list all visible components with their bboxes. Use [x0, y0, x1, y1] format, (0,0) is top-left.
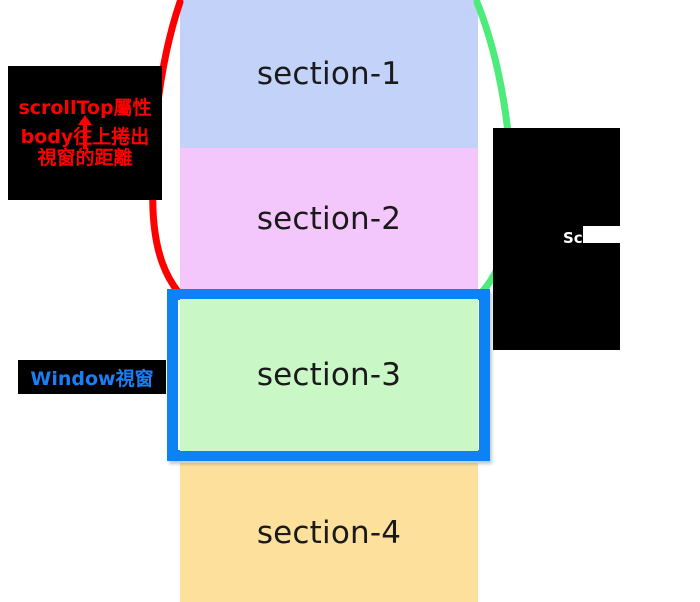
section-label-4: section-4: [256, 514, 402, 551]
callout-right-label: Sc: [563, 229, 583, 247]
callout-scrolltop-title: scrollTop屬性: [18, 96, 152, 119]
section-block-1: section-1: [180, 0, 478, 148]
window-viewport-frame: [167, 289, 490, 461]
callout-scrolltop-desc-line2: 視窗的距離: [37, 146, 133, 169]
section-label-1: section-1: [256, 56, 402, 92]
section-block-4: section-4: [180, 463, 478, 602]
callout-scrolltop: scrollTop屬性 body往上捲出 視窗的距離: [8, 66, 162, 200]
section-label-3: section-3: [256, 357, 402, 393]
section-block-2: section-2: [180, 148, 478, 289]
callout-right-clip-bar: [583, 226, 700, 243]
callout-right-black-box: Sc: [493, 128, 700, 350]
callout-window-label: Window視窗: [30, 367, 154, 390]
section-label-2: section-2: [256, 200, 402, 237]
section-block-3: section-3: [180, 299, 478, 451]
callout-window-viewport: Window視窗: [18, 360, 166, 394]
